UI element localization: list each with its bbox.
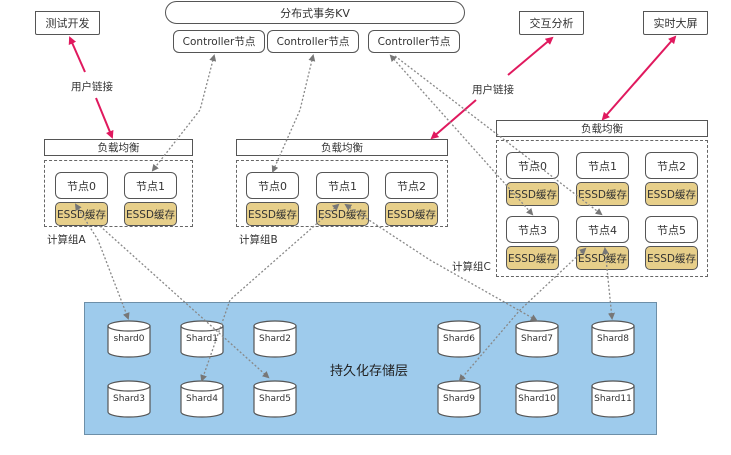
client-realtime-dashboard: 实时大屏 [643, 11, 708, 35]
database-cylinder-icon [253, 380, 297, 418]
shard-label: Shard5 [259, 394, 291, 404]
client-test-dev: 测试开发 [35, 11, 100, 35]
database-cylinder-icon [591, 320, 635, 358]
database-cylinder-icon [180, 380, 224, 418]
shard-label: Shard6 [443, 334, 475, 344]
shard-label: Shard7 [521, 334, 553, 344]
node-c-0: 节点0 [506, 152, 559, 179]
shard-label: Shard2 [259, 334, 291, 344]
controller-node-1: Controller节点 [173, 30, 265, 53]
shard-9: Shard9 [437, 380, 481, 418]
distributed-kv-cluster: 分布式事务KV [165, 1, 465, 24]
shard-label: Shard3 [113, 394, 145, 404]
shard-label: Shard1 [186, 334, 218, 344]
shard-label: Shard10 [518, 394, 556, 404]
shard-8: Shard8 [591, 320, 635, 358]
node-a-1: 节点1 [124, 172, 177, 199]
essd-cache-c-5: ESSD缓存 [645, 246, 698, 270]
user-link-c [601, 35, 677, 121]
essd-cache-b-0: ESSD缓存 [246, 202, 299, 226]
essd-cache-a-0: ESSD缓存 [55, 202, 108, 226]
shard-10: Shard10 [515, 380, 559, 418]
shard-4: Shard4 [180, 380, 224, 418]
database-cylinder-icon [515, 380, 559, 418]
shard-label: Shard4 [186, 394, 218, 404]
essd-cache-c-0: ESSD缓存 [506, 182, 559, 206]
group-label-b: 计算组B [239, 234, 278, 246]
group-label-c: 计算组C [452, 261, 491, 273]
load-balancer-a: 负载均衡 [44, 139, 193, 156]
node-c-5: 节点5 [645, 216, 698, 243]
database-cylinder-icon [437, 380, 481, 418]
essd-cache-b-2: ESSD缓存 [385, 202, 438, 226]
client-interactive-analysis: 交互分析 [519, 11, 584, 35]
shard-5: Shard5 [253, 380, 297, 418]
essd-cache-b-1: ESSD缓存 [316, 202, 369, 226]
node-c-3: 节点3 [506, 216, 559, 243]
node-b-0: 节点0 [246, 172, 299, 199]
node-c-2: 节点2 [645, 152, 698, 179]
user-link-label-a: 用户链接 [69, 79, 115, 94]
shard-7: Shard7 [515, 320, 559, 358]
node-a-0: 节点0 [55, 172, 108, 199]
node-c-1: 节点1 [576, 152, 629, 179]
shard-label: Shard11 [594, 394, 632, 404]
controller-node-2: Controller节点 [267, 30, 359, 53]
essd-cache-c-4: ESSD缓存 [576, 246, 629, 270]
essd-cache-a-1: ESSD缓存 [124, 202, 177, 226]
shard-0: shard0 [107, 320, 151, 358]
storage-layer-title: 持久化存储层 [330, 364, 409, 379]
shard-6: Shard6 [437, 320, 481, 358]
database-cylinder-icon [107, 380, 151, 418]
shard-11: Shard11 [591, 380, 635, 418]
node-c-4: 节点4 [576, 216, 629, 243]
essd-cache-c-2: ESSD缓存 [645, 182, 698, 206]
essd-cache-c-1: ESSD缓存 [576, 182, 629, 206]
shard-label: shard0 [113, 334, 145, 344]
node-b-2: 节点2 [385, 172, 438, 199]
database-cylinder-icon [591, 380, 635, 418]
controller-node-3: Controller节点 [368, 30, 460, 53]
shard-label: Shard8 [597, 334, 629, 344]
load-balancer-b: 负载均衡 [236, 139, 448, 156]
shard-label: Shard9 [443, 394, 475, 404]
shard-1: Shard1 [180, 320, 224, 358]
node-b-1: 节点1 [316, 172, 369, 199]
load-balancer-c: 负载均衡 [496, 120, 708, 137]
user-link-label-b: 用户链接 [470, 82, 516, 97]
shard-2: Shard2 [253, 320, 297, 358]
group-label-a: 计算组A [47, 234, 86, 246]
essd-cache-c-3: ESSD缓存 [506, 246, 559, 270]
shard-3: Shard3 [107, 380, 151, 418]
